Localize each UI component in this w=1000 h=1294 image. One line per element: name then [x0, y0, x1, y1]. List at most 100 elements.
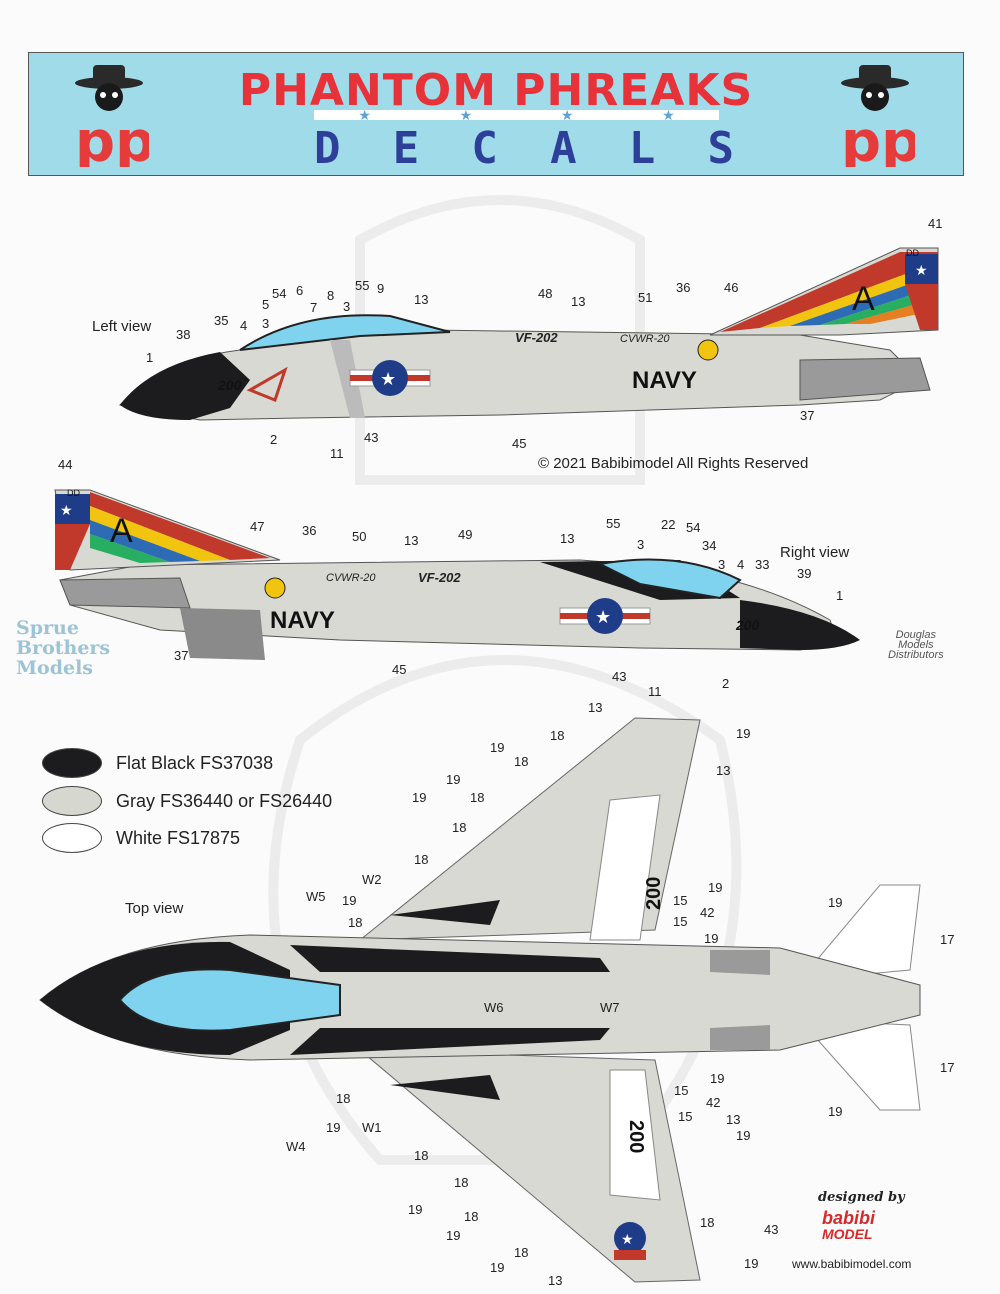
website-link[interactable]: www.babibimodel.com [792, 1257, 912, 1271]
callout-label: 19 [704, 931, 719, 946]
callout-label: 18 [414, 1148, 429, 1163]
callout-label: 54 [272, 286, 287, 301]
callout-label: 8 [327, 288, 335, 303]
vf-marking: VF-202 [515, 330, 558, 345]
legend-label: Flat Black FS37038 [116, 752, 274, 773]
callout-label: 18 [348, 915, 363, 930]
callout-label: 11 [330, 446, 344, 461]
callout-label: 42 [706, 1095, 721, 1110]
star-icon: ★ [560, 107, 574, 123]
modex-marking: 200 [217, 377, 242, 393]
babibi-logo: babibi MODEL [822, 1208, 875, 1242]
callout-label: 4 [737, 557, 745, 572]
cvwr-marking: CVWR-20 [620, 333, 670, 345]
callout-label: 18 [414, 852, 429, 867]
left-view-label: Left view [92, 318, 152, 335]
legend-white: White FS17875 [42, 823, 240, 853]
star-stripe: ★ ★ ★ ★ [314, 105, 719, 125]
callout-label: 36 [302, 523, 317, 538]
callout-label: 19 [736, 726, 751, 741]
star-icon: ★ [459, 107, 473, 123]
callout-label: 15 [673, 914, 688, 929]
vf-marking: VF-202 [418, 570, 461, 585]
color-swatch [42, 823, 102, 853]
tail-letter: A [110, 512, 133, 550]
callout-label: 3 [718, 557, 726, 572]
callout-label: 37 [174, 648, 189, 663]
star-icon: ★ [380, 369, 396, 389]
subtitle-letter: C [471, 123, 498, 174]
callout-label: W4 [286, 1139, 306, 1154]
star-icon: ★ [915, 262, 928, 278]
callout-label: 7 [310, 300, 318, 315]
callout-label: 19 [744, 1256, 759, 1271]
subtitle-letter: L [628, 123, 656, 174]
brand-title: PHANTOM PHREAKS [238, 65, 754, 116]
callout-label: 13 [588, 700, 603, 715]
callout-label: 44 [58, 457, 73, 472]
callout-label: 11 [648, 684, 662, 699]
callout-label: 38 [176, 327, 191, 342]
legend-label: Gray FS36440 or FS26440 [116, 790, 333, 811]
callout-label: 19 [408, 1202, 423, 1217]
callout-label: 1 [836, 588, 844, 603]
navy-marking: NAVY [270, 607, 335, 634]
spy-logo-icon: pp [75, 65, 149, 167]
distributor-logo: Douglas Models Distributors [888, 630, 944, 661]
distributor-line: Distributors [888, 649, 944, 661]
subtitle-letter: A [550, 123, 577, 174]
spy-logo-icon: pp [841, 65, 915, 167]
brand-line: babibi [822, 1208, 875, 1228]
callout-label: 54 [686, 520, 701, 535]
distributor-line: Models [898, 639, 934, 651]
callout-label: 50 [352, 529, 367, 544]
callout-label: 18 [550, 728, 565, 743]
callout-label: 18 [454, 1175, 469, 1190]
callout-label: 18 [452, 820, 467, 835]
callout-label: 13 [548, 1273, 563, 1288]
callout-label: 51 [638, 290, 653, 305]
aircraft-right-view: ★ ★ CVWR-20 VF-202 NAVY 200 DD A [54, 488, 860, 660]
color-swatch [42, 748, 102, 778]
copyright-notice: © 2021 Babibimodel All Rights Reserved [538, 455, 809, 472]
callout-label: 19 [828, 895, 843, 910]
callout-label: 46 [724, 280, 739, 295]
aircraft-left-view: ★ ★ VF-202 CVWR-20 NAVY 200 DD A [119, 247, 939, 421]
callout-label: 3 [343, 299, 351, 314]
callout-label: W6 [484, 1000, 504, 1015]
callout-label: 18 [514, 1245, 529, 1260]
callout-label: 36 [676, 280, 691, 295]
callout-label: 33 [755, 557, 770, 572]
callout-label: 18 [336, 1091, 351, 1106]
callout-label: 47 [250, 519, 265, 534]
callout-label: 17 [940, 932, 955, 947]
callout-label: 2 [270, 432, 278, 447]
color-swatch [42, 786, 102, 816]
callout-label: 6 [296, 283, 304, 298]
callout-label: 41 [928, 216, 943, 231]
decal-header-banner: pp PHANTOM PHREAKS ★ ★ ★ ★ D E C A L S p… [28, 52, 964, 176]
callout-label: 45 [392, 662, 407, 677]
callout-label: 19 [490, 740, 505, 755]
legend-gray: Gray FS36440 or FS26440 [42, 786, 332, 816]
star-icon: ★ [60, 502, 73, 518]
brand-subtitle: D E C A L S [314, 123, 734, 174]
callout-label: 48 [538, 286, 553, 301]
callout-label: 15 [678, 1109, 693, 1124]
callout-label: 43 [612, 669, 627, 684]
callout-label: 43 [764, 1222, 779, 1237]
callout-label: 43 [364, 430, 379, 445]
callout-label: 2 [722, 676, 730, 691]
callout-label: 5 [262, 297, 270, 312]
callout-label: 17 [940, 1060, 955, 1075]
star-icon: ★ [595, 607, 611, 627]
callout-label: 3 [262, 316, 270, 331]
callout-label: W2 [362, 872, 382, 887]
modex-marking: 200 [643, 877, 665, 910]
callout-label: 13 [726, 1112, 741, 1127]
sprue-brothers-watermark: Sprue Brothers Models [16, 618, 110, 678]
callout-label: 19 [736, 1128, 751, 1143]
callout-label: 18 [464, 1209, 479, 1224]
callout-label: 19 [828, 1104, 843, 1119]
svg-text:pp: pp [75, 110, 149, 167]
